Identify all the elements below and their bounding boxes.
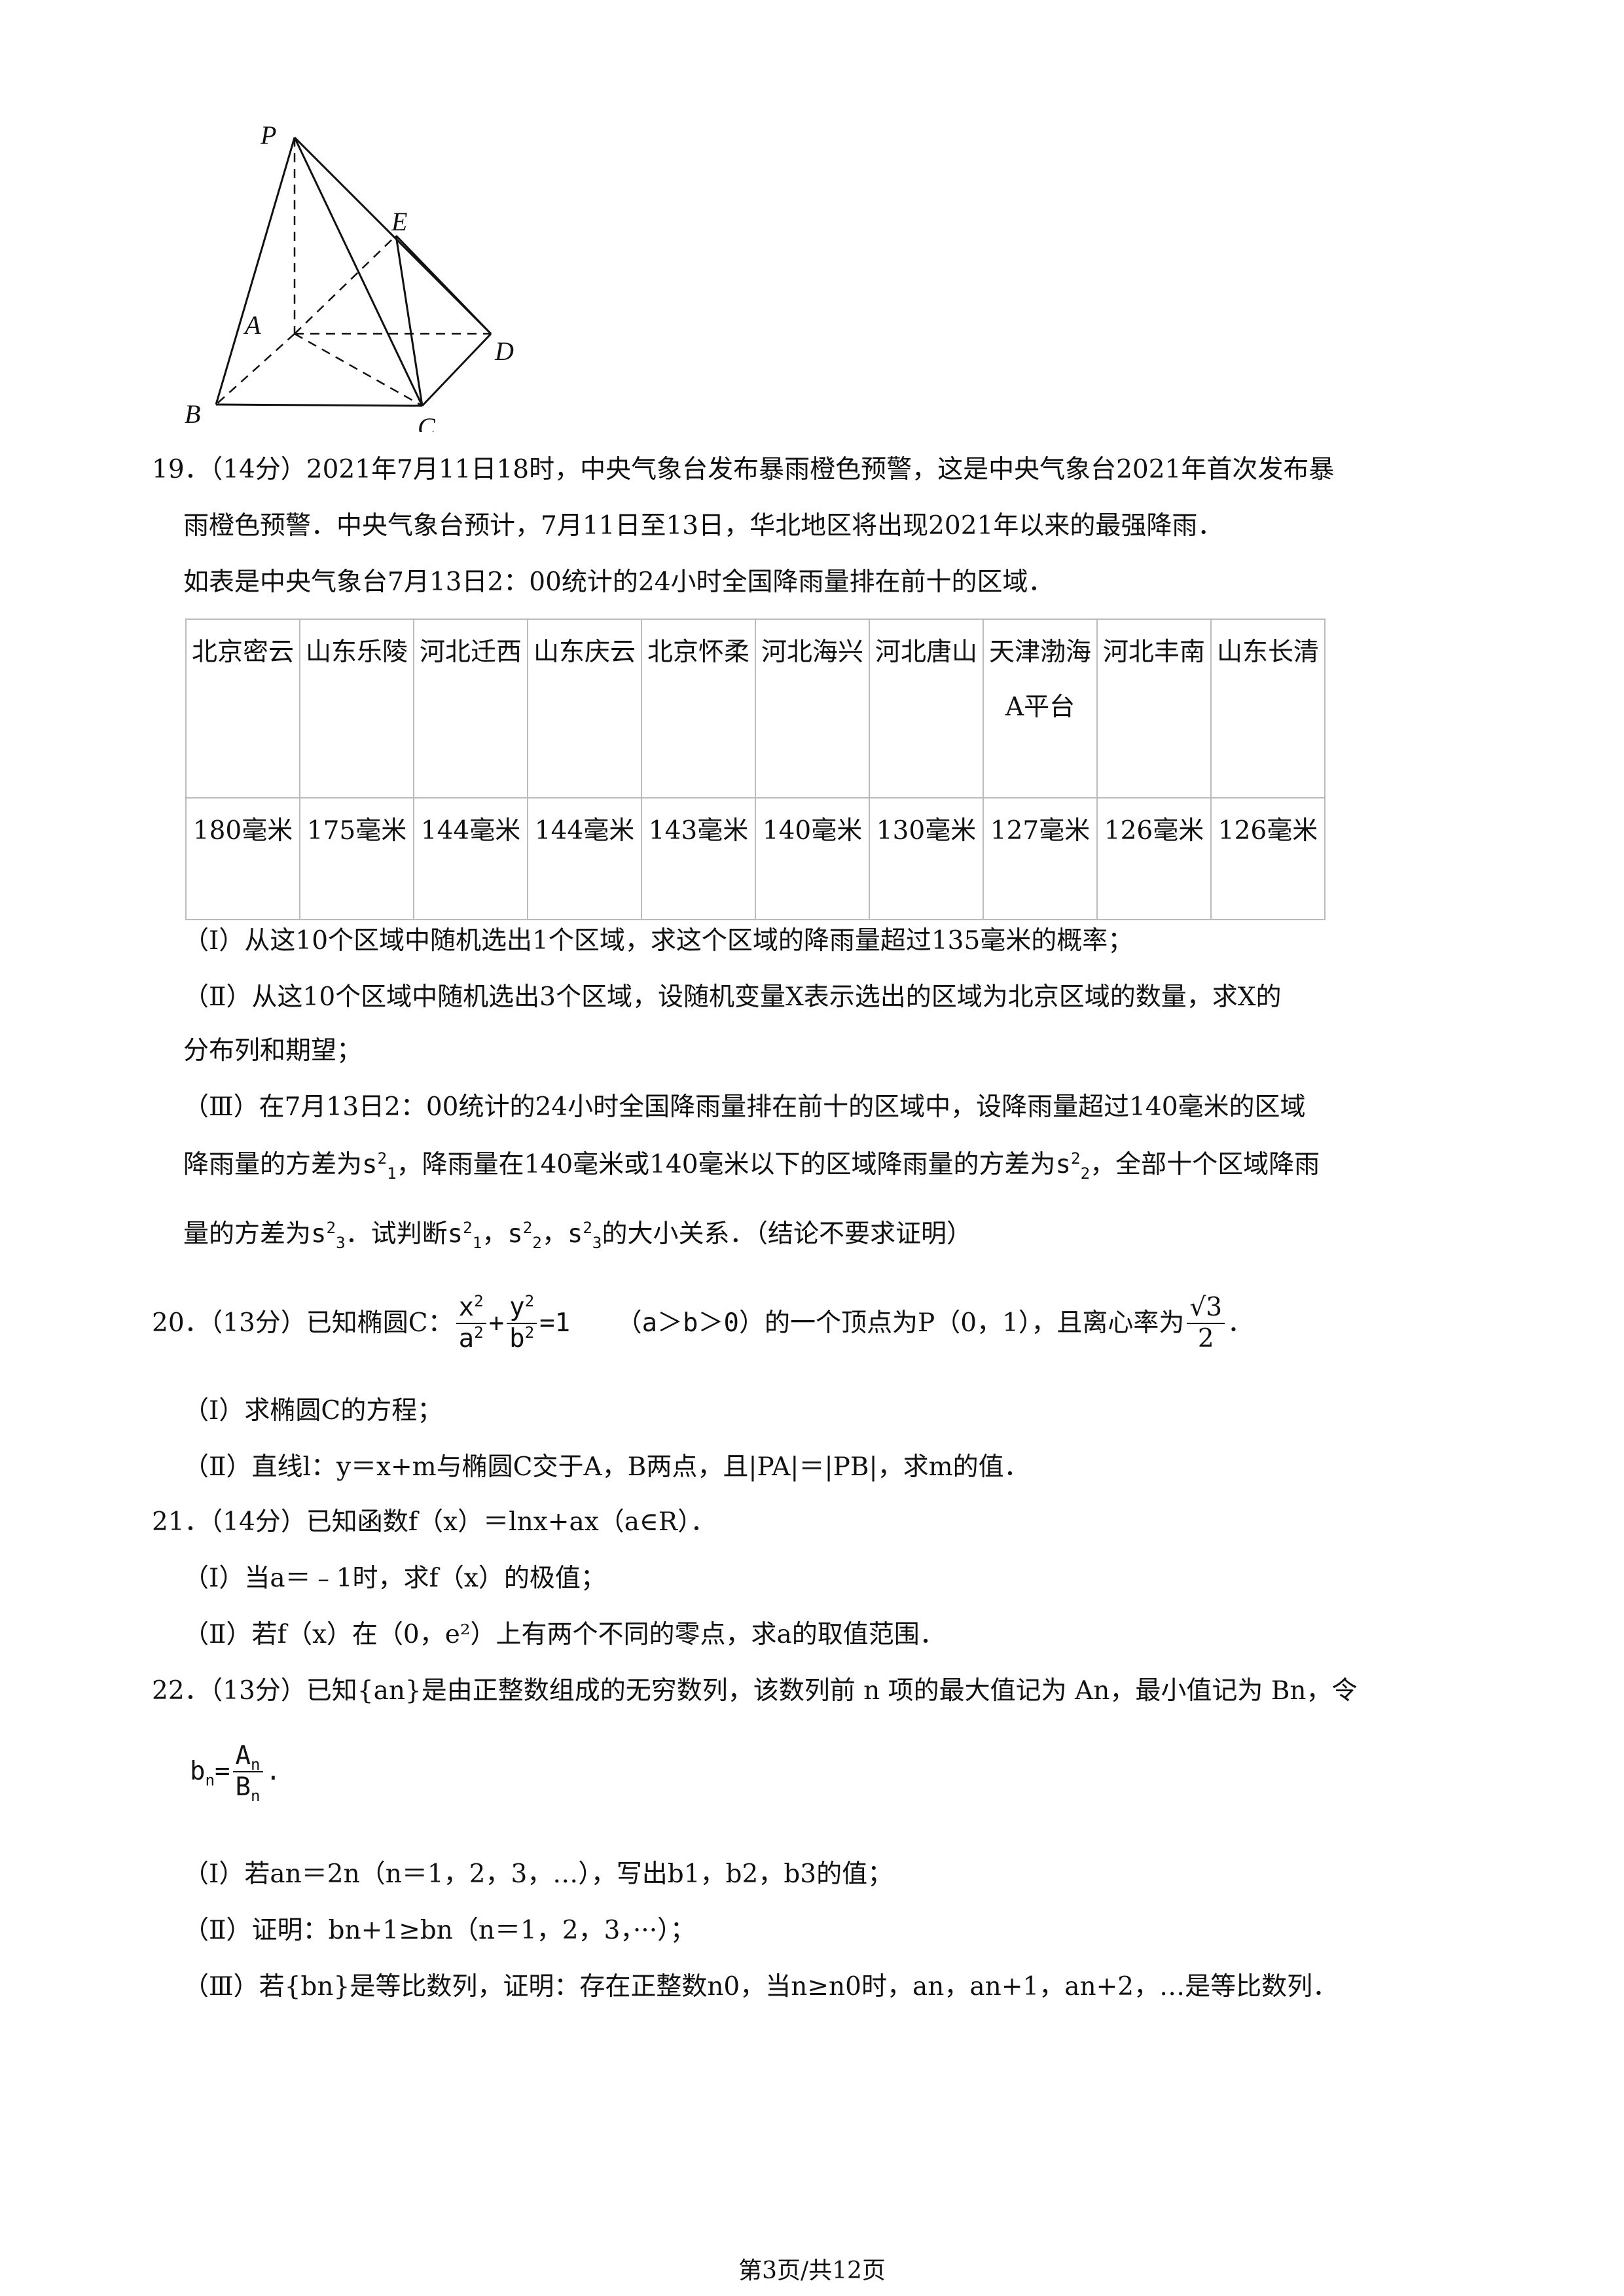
- pyramid-figure: P A B C D E: [185, 120, 514, 432]
- q22-part1: （Ⅰ）若an＝2n（n＝1，2，3，…），写出b1，b2，b3的值；: [183, 1859, 893, 1889]
- label-C: C: [418, 412, 436, 432]
- table-row-amounts: 180毫米 175毫米 144毫米 144毫米 143毫米 140毫米 130毫…: [185, 797, 1326, 920]
- label-D: D: [494, 336, 514, 366]
- rainfall-table: 北京密云 山东乐陵 河北迁西 山东庆云 北京怀柔 河北海兴 河北唐山 天津渤海A…: [185, 619, 1326, 920]
- amount-cell: 126毫米: [1096, 797, 1212, 920]
- q19-part2b: 分布列和期望；: [183, 1036, 363, 1066]
- label-A: A: [243, 310, 261, 340]
- q20-part2: （Ⅱ）直线l：y＝x+m与椭圆C交于A，B两点，且|PA|＝|PB|，求m的值．: [183, 1452, 1030, 1482]
- region-cell: 河北唐山: [869, 619, 984, 798]
- q19-line3: 如表是中央气象台7月13日2：00统计的24小时全国降雨量排在前十的区域．: [183, 567, 1054, 597]
- q22-part2: （Ⅱ）证明：bn+1≥bn（n＝1，2，3，···）；: [183, 1916, 696, 1945]
- q19-part3b: 降雨量的方差为s21，降雨量在140毫米或140毫米以下的区域降雨量的方差为s2…: [183, 1149, 1320, 1183]
- q21-part1: （Ⅰ）当a＝﹣1时，求f（x）的极值；: [183, 1564, 606, 1593]
- table-row-regions: 北京密云 山东乐陵 河北迁西 山东庆云 北京怀柔 河北海兴 河北唐山 天津渤海A…: [185, 619, 1326, 798]
- region-cell: 河北丰南: [1096, 619, 1212, 798]
- amount-cell: 127毫米: [983, 797, 1098, 920]
- region-cell: 北京密云: [185, 619, 300, 798]
- q21-lead: 21．（14分）已知函数f（x）＝lnx+ax（a∈R）．: [152, 1507, 716, 1537]
- label-E: E: [391, 207, 407, 236]
- amount-cell: 126毫米: [1210, 797, 1326, 920]
- region-cell: 天津渤海A平台: [983, 619, 1098, 798]
- q21-part2: （Ⅱ）若f（x）在（0，e²）上有两个不同的零点，求a的取值范围．: [183, 1620, 945, 1649]
- q19-part1: （Ⅰ）从这10个区域中随机选出1个区域，求这个区域的降雨量超过135毫米的概率；: [183, 926, 1134, 956]
- q22-part3: （Ⅲ）若{bn}是等比数列，证明：存在正整数n0，当n≥n0时，an，an+1，…: [183, 1972, 1339, 2001]
- region-cell: 山东乐陵: [299, 619, 414, 798]
- q19-line2: 雨橙色预警．中央气象台预计，7月11日至13日，华北地区将出现2021年以来的最…: [183, 511, 1223, 541]
- amount-cell: 175毫米: [299, 797, 414, 920]
- q19-part2a: （Ⅱ）从这10个区域中随机选出3个区域，设随机变量X表示选出的区域为北京区域的数…: [183, 982, 1282, 1012]
- amount-cell: 143毫米: [641, 797, 756, 920]
- q19-part3c: 量的方差为s23．试判断s21，s22，s23的大小关系．（结论不要求证明）: [183, 1219, 972, 1252]
- region-cell: 河北海兴: [755, 619, 870, 798]
- q19-part3a: （Ⅲ）在7月13日2：00统计的24小时全国降雨量排在前十的区域中，设降雨量超过…: [183, 1092, 1306, 1122]
- region-cell: 河北迁西: [413, 619, 528, 798]
- region-cell: 山东长清: [1210, 619, 1326, 798]
- label-B: B: [185, 399, 200, 429]
- amount-cell: 140毫米: [755, 797, 870, 920]
- q22-lead: 22．（13分）已知{an}是由正整数组成的无穷数列，该数列前 n 项的最大值记…: [152, 1676, 1358, 1706]
- amount-cell: 144毫米: [527, 797, 642, 920]
- q20-part1: （Ⅰ）求椭圆C的方程；: [183, 1396, 443, 1426]
- label-P: P: [260, 120, 276, 150]
- region-cell: 山东庆云: [527, 619, 642, 798]
- region-cell: 北京怀柔: [641, 619, 756, 798]
- amount-cell: 144毫米: [413, 797, 528, 920]
- amount-cell: 130毫米: [869, 797, 984, 920]
- q19-line1: 19．（14分）2021年7月11日18时，中央气象台发布暴雨橙色预警，这是中央…: [152, 455, 1335, 484]
- amount-cell: 180毫米: [185, 797, 300, 920]
- page-footer: 第3页/共12页: [738, 2257, 886, 2284]
